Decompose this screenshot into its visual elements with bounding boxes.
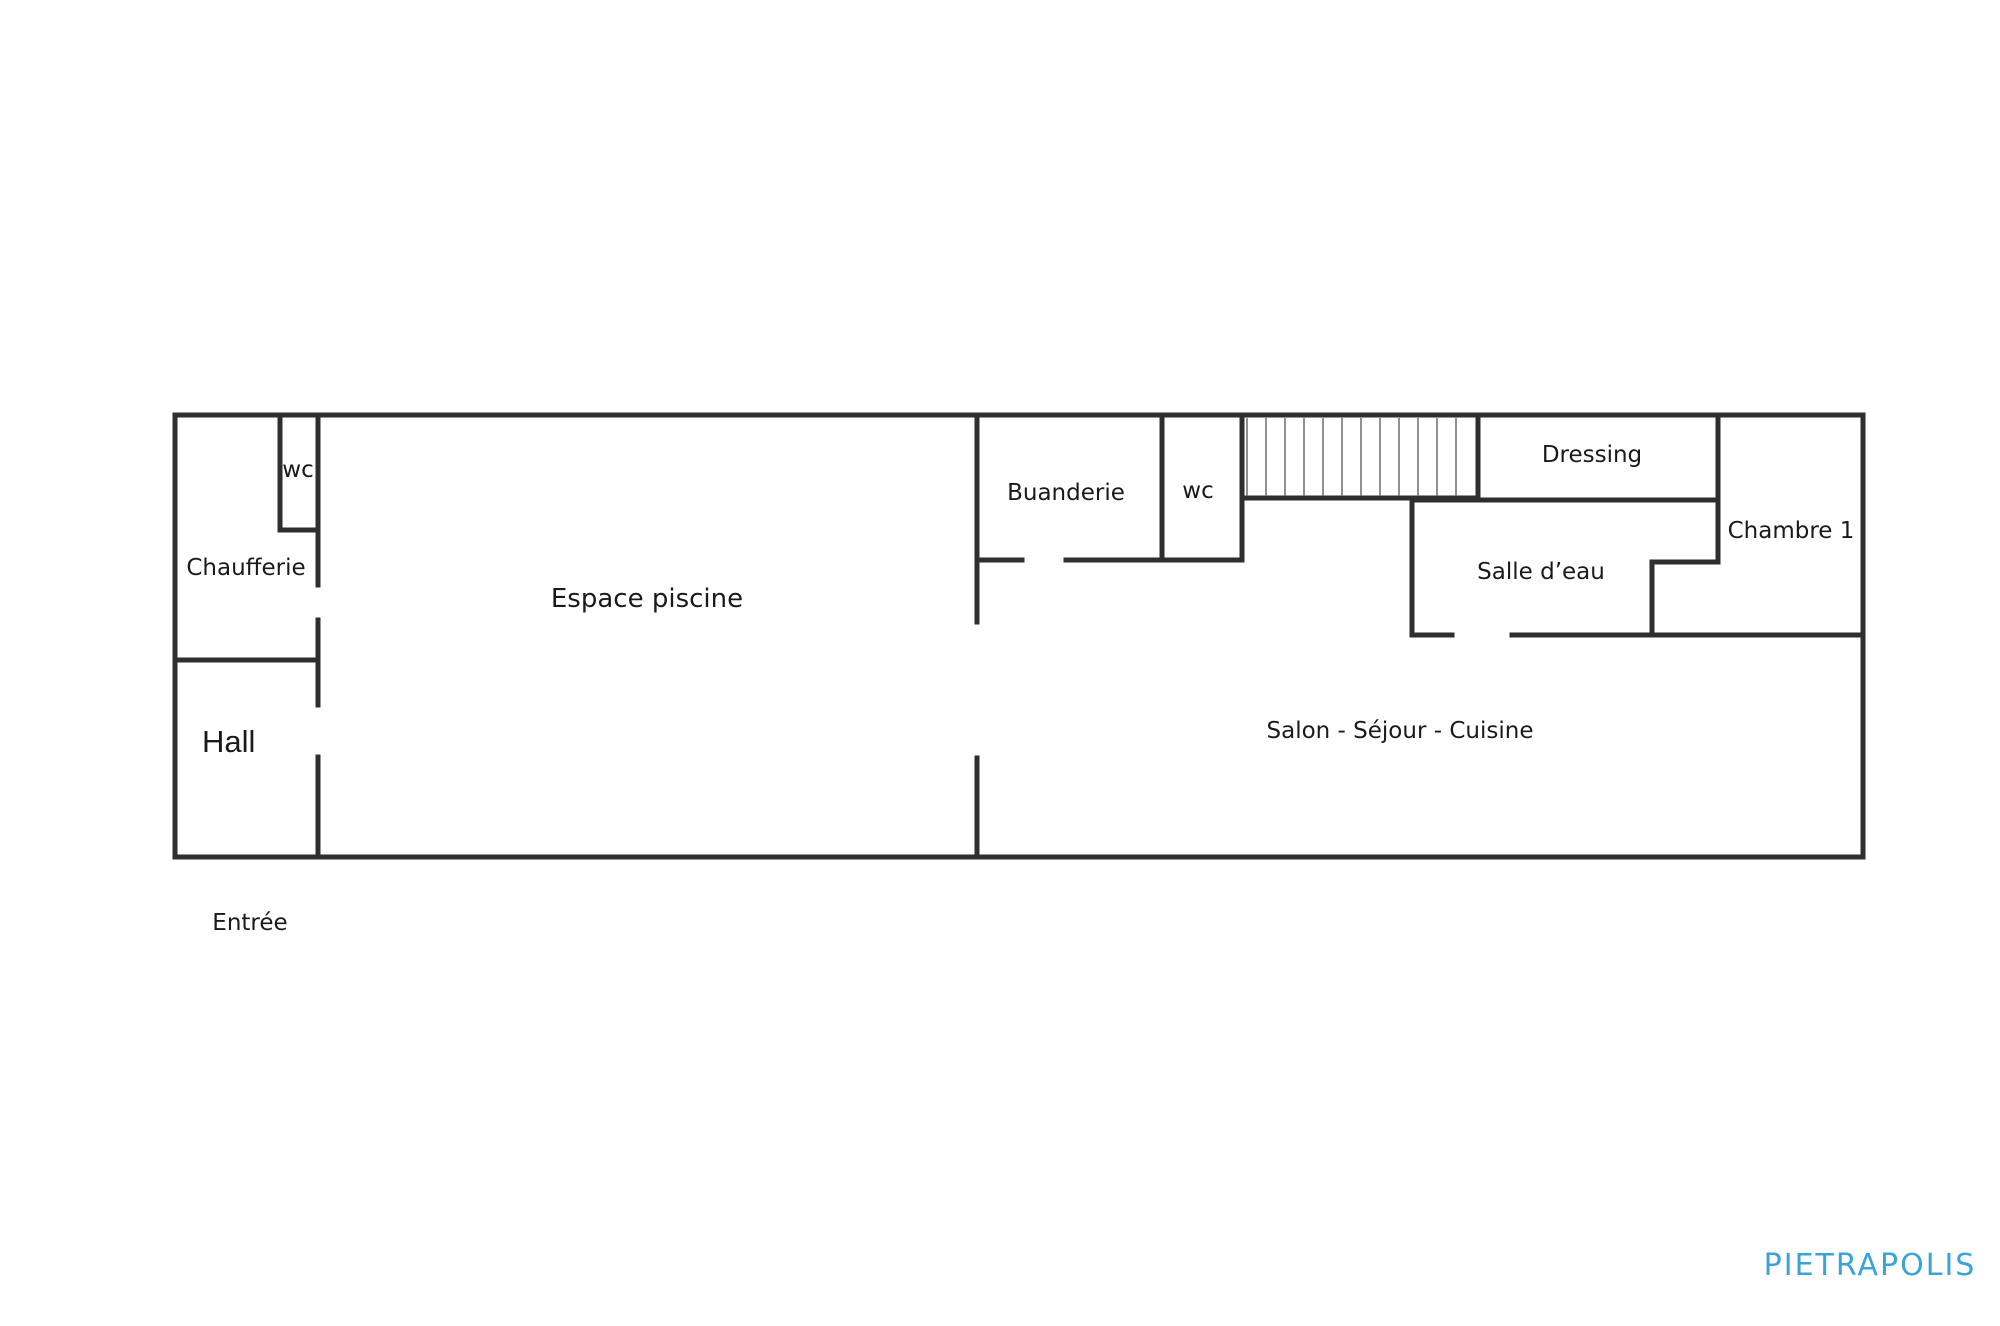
room-label-hall: Hall: [202, 724, 255, 759]
room-label-chaufferie: Chaufferie: [186, 555, 305, 581]
room-label-wc-left: wc: [282, 457, 313, 483]
room-label-salle-deau: Salle d’eau: [1477, 559, 1605, 585]
brand-logo: PIETRAPOLIS: [1764, 1248, 1977, 1283]
entrance-label: Entrée: [212, 910, 287, 936]
room-label-chambre-1: Chambre 1: [1728, 518, 1855, 544]
room-label-dressing: Dressing: [1542, 442, 1642, 468]
room-label-salon: Salon - Séjour - Cuisine: [1267, 718, 1534, 744]
room-label-wc-right: wc: [1182, 478, 1213, 504]
room-label-buanderie: Buanderie: [1007, 480, 1125, 506]
staircase: [1246, 418, 1457, 496]
room-label-espace-piscine: Espace piscine: [551, 584, 743, 614]
interior-walls: [172, 412, 1866, 860]
room-labels: wc Chaufferie Hall Espace piscine Buande…: [186, 442, 1854, 759]
